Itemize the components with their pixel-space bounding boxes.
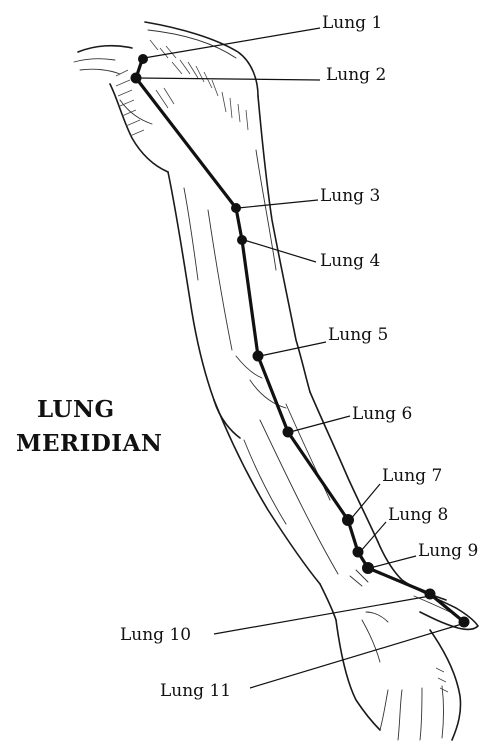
leader-lung-11: [250, 624, 462, 688]
leader-lung-8: [360, 522, 386, 552]
label-lung-2: Lung 2: [326, 65, 386, 85]
title-line-2: MERIDIAN: [16, 430, 162, 457]
title-line-1: LUNG: [37, 396, 115, 423]
label-lung-4: Lung 4: [320, 251, 380, 271]
leader-lung-9: [370, 556, 416, 568]
point-labels: Lung 1 Lung 2 Lung 3 Lung 4 Lung 5 Lung …: [120, 13, 478, 701]
hand-outline: [336, 580, 478, 740]
label-lung-11: Lung 11: [160, 681, 231, 701]
point-lung-6: [283, 427, 294, 438]
point-lung-1: [138, 54, 148, 64]
label-lung-8: Lung 8: [388, 505, 448, 525]
leader-lung-3: [238, 200, 318, 208]
lung-meridian-path: [136, 60, 464, 622]
point-lung-5: [253, 351, 264, 362]
point-lung-4: [237, 235, 247, 245]
point-lung-2: [131, 73, 142, 84]
shoulder-hatching: [116, 40, 248, 136]
leader-lines: [138, 28, 462, 688]
shoulder-outline: [74, 22, 258, 172]
label-lung-9: Lung 9: [418, 541, 478, 561]
point-lung-10: [425, 589, 436, 600]
label-lung-3: Lung 3: [320, 186, 380, 206]
point-lung-11: [459, 617, 470, 628]
label-lung-7: Lung 7: [382, 466, 442, 486]
point-lung-9: [362, 562, 374, 574]
leader-lung-1: [144, 28, 320, 58]
leader-lung-6: [290, 416, 350, 432]
label-lung-6: Lung 6: [352, 404, 412, 424]
leader-lung-2: [138, 78, 320, 80]
leader-lung-10: [214, 596, 430, 634]
upper-arm-outline: [168, 96, 310, 400]
point-lung-7: [342, 514, 354, 526]
point-lung-3: [231, 203, 241, 213]
label-lung-1: Lung 1: [322, 13, 382, 33]
leader-lung-5: [260, 342, 326, 356]
label-lung-10: Lung 10: [120, 625, 191, 645]
label-lung-5: Lung 5: [328, 325, 388, 345]
point-lung-8: [353, 547, 364, 558]
